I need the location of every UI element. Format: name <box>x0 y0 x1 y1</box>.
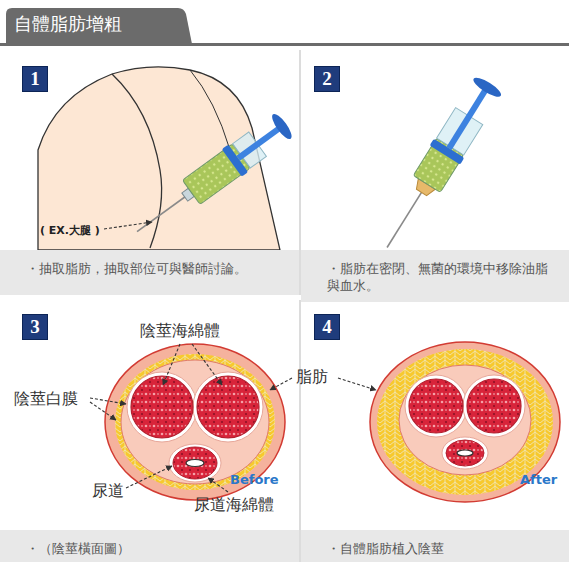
syringe <box>127 110 296 246</box>
caption-text: ・脂肪在密閉、無菌的環境中移除油脂與血水。 <box>327 260 553 294</box>
penis-cross-section-before-part <box>193 372 263 442</box>
step-number-box: 4 <box>314 314 340 340</box>
leader-line-part <box>208 478 228 492</box>
step-number-box: 1 <box>22 66 48 92</box>
caption-text: ・自體脂肪植入陰莖 <box>327 540 553 557</box>
step-number-box: 3 <box>22 314 48 340</box>
leader-line-part <box>338 378 376 390</box>
syringe-part <box>387 186 426 248</box>
penis-cross-section-before-part <box>173 447 217 479</box>
leader-line-part <box>90 402 116 420</box>
penis-cross-section-before-part <box>105 344 285 500</box>
leader-line-part <box>270 378 292 390</box>
panel-divider-part <box>299 300 301 562</box>
syringe-part <box>447 87 489 150</box>
step-number: 2 <box>322 68 332 90</box>
penis-cross-section-before-part <box>127 372 197 442</box>
penis-cross-section-before-part <box>186 460 204 467</box>
syringe <box>372 73 505 257</box>
penis-cross-section-after-part <box>442 437 488 469</box>
title-bar <box>0 8 569 46</box>
part-label: 陰莖海綿體 <box>140 322 220 340</box>
caption-text: ・（陰莖橫面圖） <box>26 540 283 557</box>
step-number: 4 <box>322 316 332 338</box>
penis-cross-section-after-part <box>457 450 473 456</box>
step-number: 3 <box>30 316 40 338</box>
caption-band: ・自體脂肪植入陰莖 <box>301 530 569 562</box>
syringe-part <box>430 139 465 165</box>
penis-cross-section-after-part <box>446 440 484 466</box>
title-bar-part <box>0 43 569 46</box>
title-bar-part <box>6 8 192 44</box>
penis-cross-section-before-part <box>131 376 193 438</box>
penis-cross-section-before-part <box>121 360 269 484</box>
penis-cross-section-before-part <box>115 354 275 490</box>
syringe-part <box>269 111 295 141</box>
state-label: After <box>520 471 557 489</box>
caption-band: ・脂肪在密閉、無菌的環境中移除油脂與血水。 <box>301 250 569 302</box>
leader-line-part <box>192 344 222 385</box>
leader-line-part <box>104 222 152 229</box>
penis-cross-section-after-part <box>370 342 560 502</box>
penis-cross-section-after <box>370 342 560 502</box>
penis-cross-section-after-part <box>463 375 525 437</box>
syringe-part <box>471 75 503 100</box>
caption-band: ・（陰莖橫面圖） <box>0 530 299 562</box>
penis-cross-section-after-part <box>409 379 463 433</box>
syringe-part <box>236 125 282 160</box>
penis-cross-section-before-part <box>169 444 221 482</box>
thigh-illustration-part <box>190 70 230 150</box>
penis-cross-section-after-part <box>467 379 521 433</box>
thigh-illustration-part <box>38 67 280 250</box>
step-number: 1 <box>30 68 40 90</box>
penis-cross-section-before-part <box>197 376 259 438</box>
diagram-title: 自體脂肪增粗 <box>14 12 122 36</box>
syringe-part <box>137 194 190 232</box>
state-label: Before <box>230 471 279 489</box>
step-number-box: 2 <box>314 66 340 92</box>
part-label: 陰莖白膜 <box>14 390 78 408</box>
syringe-part <box>222 144 248 176</box>
thigh-illustration <box>38 67 280 250</box>
penis-cross-section-before <box>105 344 285 500</box>
panel-divider <box>299 50 301 562</box>
part-label: 脂肪 <box>296 368 328 386</box>
leader-line-part <box>126 466 172 488</box>
penis-cross-section-after-part <box>405 375 467 437</box>
penis-cross-section-after-part <box>399 365 531 475</box>
thigh-illustration-part <box>112 74 162 248</box>
site-label: ( EX.大腿 ) <box>40 222 100 240</box>
part-label: 尿道海綿體 <box>194 496 274 514</box>
leader-line-part <box>90 398 126 404</box>
caption-text: ・抽取脂肪，抽取部位可與醫師討論。 <box>26 260 283 277</box>
leader-line-part <box>163 344 180 385</box>
part-label: 尿道 <box>92 482 124 500</box>
caption-band: ・抽取脂肪，抽取部位可與醫師討論。 <box>0 250 299 295</box>
